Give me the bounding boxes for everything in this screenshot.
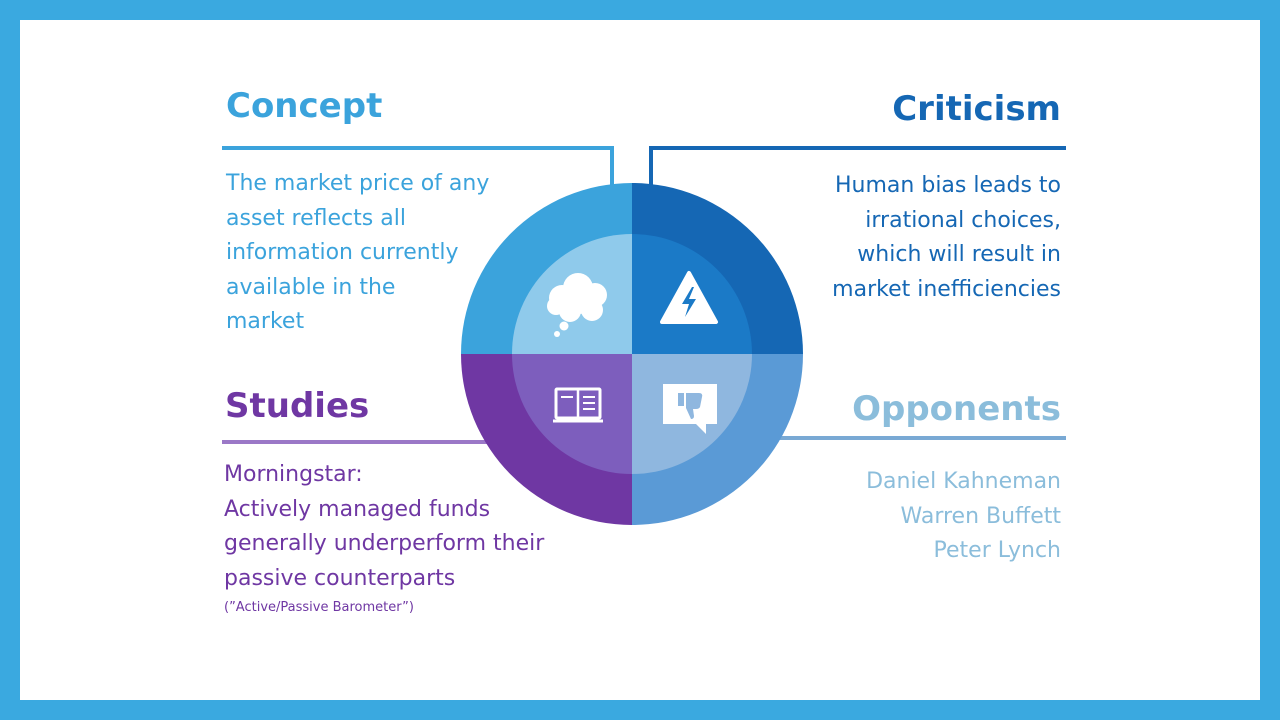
warning-bolt-icon (660, 271, 718, 324)
opponents-line: Warren Buffett (900, 503, 1062, 529)
criticism-line: Human bias leads to (835, 173, 1061, 198)
studies-text: Morningstar: Actively managed funds gene… (224, 458, 544, 596)
criticism-line: irrational choices, (865, 207, 1061, 233)
opponents-heading: Opponents (852, 389, 1061, 429)
opponents-line: Peter Lynch (933, 538, 1061, 563)
studies-line: generally underperform their (224, 531, 545, 556)
studies-inner-quadrant (512, 354, 632, 474)
criticism-heading: Criticism (892, 89, 1061, 129)
studies-line: Actively managed funds (224, 496, 491, 522)
concept-line: market (226, 309, 305, 334)
thumbs-down-bubble-icon (663, 384, 717, 434)
concept-line: asset reflects all (226, 205, 406, 231)
criticism-connector-line (649, 146, 1066, 188)
concept-text: The market price of any asset reflects a… (226, 167, 489, 340)
concept-line: information currently (226, 240, 459, 265)
studies-line: Morningstar: (224, 462, 363, 487)
criticism-line: which will result in (857, 242, 1061, 267)
criticism-line: market inefficiencies (832, 276, 1061, 302)
concept-connector-line (222, 146, 614, 188)
thought-cloud-icon (547, 273, 607, 337)
studies-heading: Studies (225, 386, 370, 426)
studies-line: passive counterparts (224, 565, 456, 591)
concept-line: available in the (226, 274, 396, 300)
opponents-text: Daniel Kahneman Warren Buffett Peter Lyn… (866, 465, 1061, 569)
concept-heading: Concept (226, 86, 383, 126)
criticism-text: Human bias leads to irrational choices, … (832, 169, 1061, 307)
studies-note: (”Active/Passive Barometer”) (224, 600, 414, 615)
concept-line: The market price of any (226, 171, 490, 196)
opponents-line: Daniel Kahneman (866, 469, 1061, 494)
open-book-icon (553, 387, 603, 423)
